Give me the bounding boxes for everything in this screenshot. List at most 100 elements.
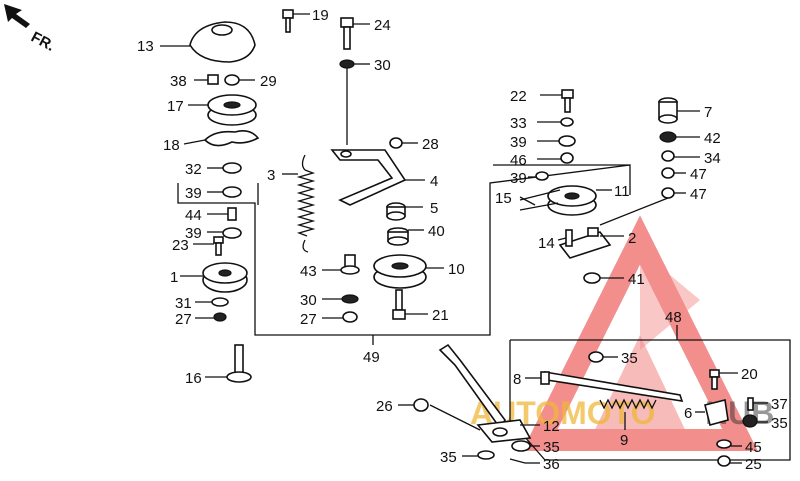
washer-part-47-a [661,167,675,179]
spring-part-3 [296,154,316,253]
part-labels: 13 19 24 30 38 29 17 18 32 39 44 39 23 1… [137,7,788,473]
bracket-48 [509,339,791,461]
pin-part-14 [565,229,573,247]
label-10: 10 [448,261,465,278]
label-48: 48 [665,309,682,326]
label-38: 38 [170,73,187,90]
spring-part-9 [599,398,657,410]
cotter-pin-part-36 [509,458,526,464]
washer-part-31 [211,297,229,307]
label-22: 22 [510,88,527,105]
collar-part-40 [387,227,409,246]
label-23: 23 [172,237,189,254]
label-3: 3 [267,167,275,184]
label-43: 43 [300,263,317,280]
nut-part-26 [413,398,429,412]
nut-part-28 [389,137,403,149]
label-26: 26 [376,398,393,415]
washer-part-32 [222,162,242,174]
washer-part-35-c [511,440,531,452]
washer-part-39-a [222,186,242,198]
washer-part-41 [583,272,601,284]
label-47-a: 47 [690,166,707,183]
bracket-part-4 [330,149,407,206]
washer-part-30-b [341,294,359,304]
label-24: 24 [374,17,391,34]
label-2: 2 [628,230,636,247]
label-4: 4 [430,173,438,190]
label-35-b: 35 [771,415,788,432]
hub-part-1 [202,262,248,293]
label-35-d: 35 [440,449,457,466]
washer-part-47-b [661,187,675,199]
label-6: 6 [684,405,692,422]
bolt-part-22 [561,89,574,113]
nut-part-46 [560,152,574,164]
bracket-part-6 [704,399,729,426]
label-46: 46 [510,152,527,169]
label-27-b: 27 [300,311,317,328]
label-39-a: 39 [185,185,202,202]
label-45: 45 [745,439,762,456]
arm-part-2 [558,227,612,259]
pulley-part-11 [547,185,597,216]
label-13: 13 [137,38,154,55]
label-47-b: 47 [690,186,707,203]
label-15: 15 [495,190,512,207]
label-30-top: 30 [374,57,391,74]
cover-part-13 [189,21,256,63]
spacer-part-38 [207,74,219,85]
nut-part-25 [717,455,731,467]
label-42: 42 [704,130,721,147]
label-39-b: 39 [185,225,202,242]
pin-part-44 [227,207,237,221]
label-28: 28 [422,136,439,153]
washer-part-35-d [477,450,495,460]
label-41: 41 [628,271,645,288]
label-25: 25 [745,456,762,473]
label-37: 37 [771,396,788,413]
bushing-part-5 [386,202,406,221]
label-33: 33 [510,115,527,132]
washer-part-39-b [222,227,242,239]
washer-part-39-c [558,135,576,147]
label-17: 17 [167,98,184,115]
nut-part-34 [661,150,675,162]
label-7: 7 [704,104,712,121]
label-30-b: 30 [300,292,317,309]
washer-part-35-a [588,351,604,363]
label-39-c: 39 [510,134,527,151]
bolt-part-20 [709,369,720,390]
label-9: 9 [620,432,628,449]
watermark-triangle-accent [640,250,700,350]
bolt-part-23 [213,236,224,256]
pin-part-37 [747,397,754,411]
bolt-part-21 [392,289,406,320]
bolt-part-19 [282,9,294,33]
lever-part-12 [438,343,532,443]
label-20: 20 [741,366,758,383]
label-40: 40 [428,223,445,240]
pulley-part-17 [207,94,257,126]
nut-part-27-b [342,311,358,323]
bolt-part-16 [226,344,252,383]
sleeve-part-7 [658,97,678,124]
label-49: 49 [363,349,380,366]
plate-part-18 [203,130,260,147]
label-8: 8 [513,371,521,388]
pivot-part-43 [340,254,360,275]
front-arrow-icon [4,4,30,28]
label-14: 14 [538,235,555,252]
washer-part-33 [560,117,574,127]
washer-part-30-top [339,59,355,69]
label-44: 44 [185,207,202,224]
front-direction-label: FR. [28,29,57,55]
nut-part-29 [224,74,240,86]
label-21: 21 [432,307,449,324]
label-11: 11 [614,183,630,200]
belt-part-15 [519,189,561,211]
washer-part-39-d [535,171,549,181]
label-12: 12 [543,418,560,435]
